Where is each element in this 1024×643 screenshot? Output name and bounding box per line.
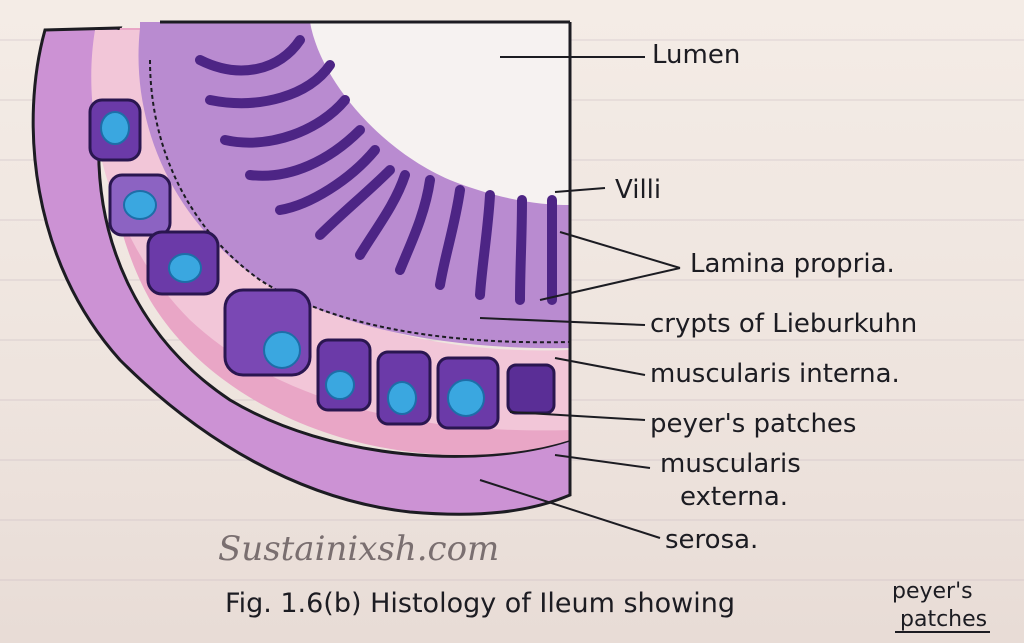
leader-lamina-1 xyxy=(559,231,681,269)
villi-group xyxy=(195,35,558,305)
villus xyxy=(195,35,305,76)
germinal-center xyxy=(447,379,485,417)
label-muscularis-externa-line1: muscularis xyxy=(660,449,801,479)
leader-muscularis-interna xyxy=(554,357,646,376)
germinal-center xyxy=(123,190,157,220)
germinal-center xyxy=(387,381,417,415)
label-lumen: Lumen xyxy=(652,40,740,70)
submucosa-layer xyxy=(91,30,571,431)
leader-villi xyxy=(554,187,606,193)
villus xyxy=(205,60,335,108)
label-muscularis-interna: muscularis interna. xyxy=(650,359,900,389)
patch-germinal-centers xyxy=(100,111,485,417)
label-lamina-propria: Lamina propria. xyxy=(690,249,895,279)
villus xyxy=(245,125,365,181)
watermark: Sustainixsh.com xyxy=(218,529,499,569)
label-serosa: serosa. xyxy=(665,525,758,555)
germinal-center xyxy=(168,253,202,283)
villus xyxy=(435,185,465,290)
figure-caption: Fig. 1.6(b) Histology of Ileum showing xyxy=(225,588,735,619)
germinal-center xyxy=(325,370,355,400)
patch-block xyxy=(506,363,556,415)
villus xyxy=(220,95,350,148)
label-villi: Villi xyxy=(615,175,661,205)
crypts-line xyxy=(149,59,571,344)
germinal-center xyxy=(100,111,130,145)
leader-serosa xyxy=(479,479,661,539)
label-crypts: crypts of Lieburkuhn xyxy=(650,309,917,339)
leader-peyers xyxy=(509,411,646,421)
germinal-center xyxy=(263,331,301,369)
leader-crypts xyxy=(479,317,646,326)
caption-patches: patches xyxy=(900,607,987,632)
label-peyers-patches: peyer's patches xyxy=(650,409,856,439)
leader-lines xyxy=(479,56,681,539)
villus xyxy=(275,145,380,215)
label-muscularis-externa-line2: externa. xyxy=(680,482,788,512)
serosa-layer xyxy=(31,26,572,516)
villus xyxy=(355,170,410,260)
villus xyxy=(515,195,527,305)
villus xyxy=(315,165,395,240)
villus xyxy=(475,190,495,300)
caption-peyers: peyer's xyxy=(892,579,973,604)
leader-muscularis-externa xyxy=(554,454,651,469)
lumen-area xyxy=(310,22,570,205)
leader-lamina-2 xyxy=(539,267,681,301)
villus xyxy=(395,175,435,275)
